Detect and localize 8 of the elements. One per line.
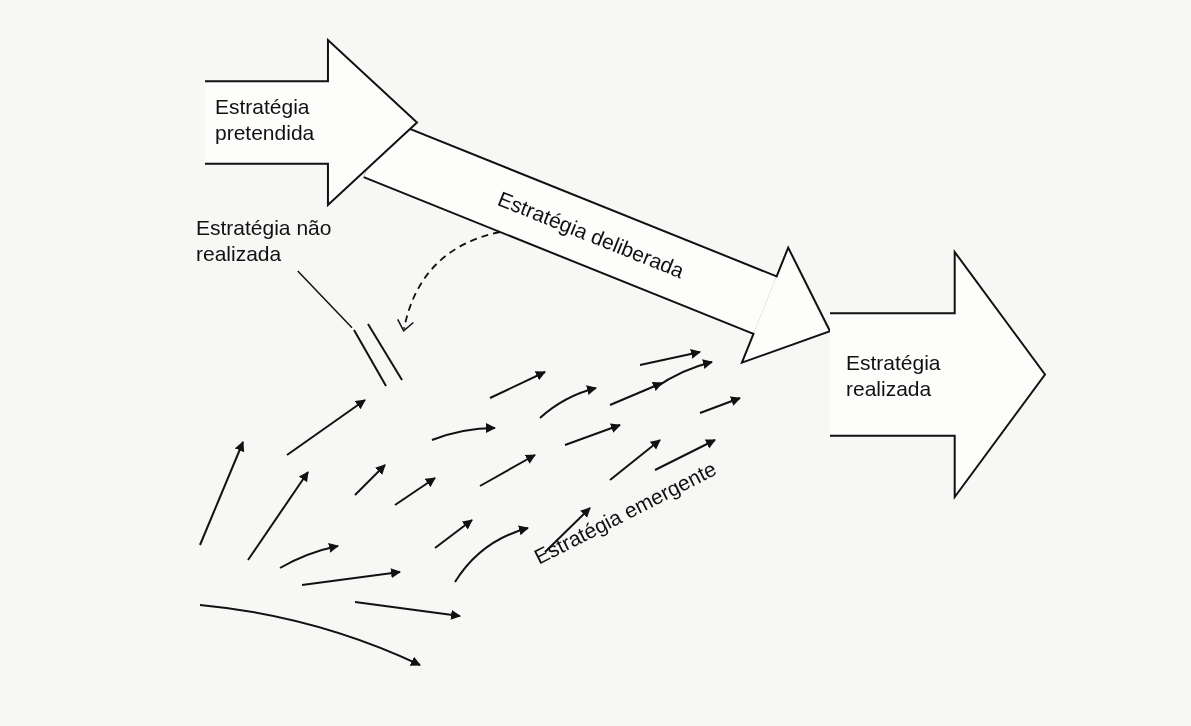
label-text: Estratégia não realizada: [196, 215, 333, 267]
dashed-arrow: [397, 231, 501, 332]
leader-line: [297, 270, 353, 329]
block-arrow: [205, 40, 417, 205]
block-arrow: [830, 252, 1045, 497]
arrow-label: Estratégia pretendida: [215, 94, 316, 146]
arrow-label: Estratégia realizada: [846, 350, 942, 402]
double-bar-symbol: [352, 322, 404, 388]
